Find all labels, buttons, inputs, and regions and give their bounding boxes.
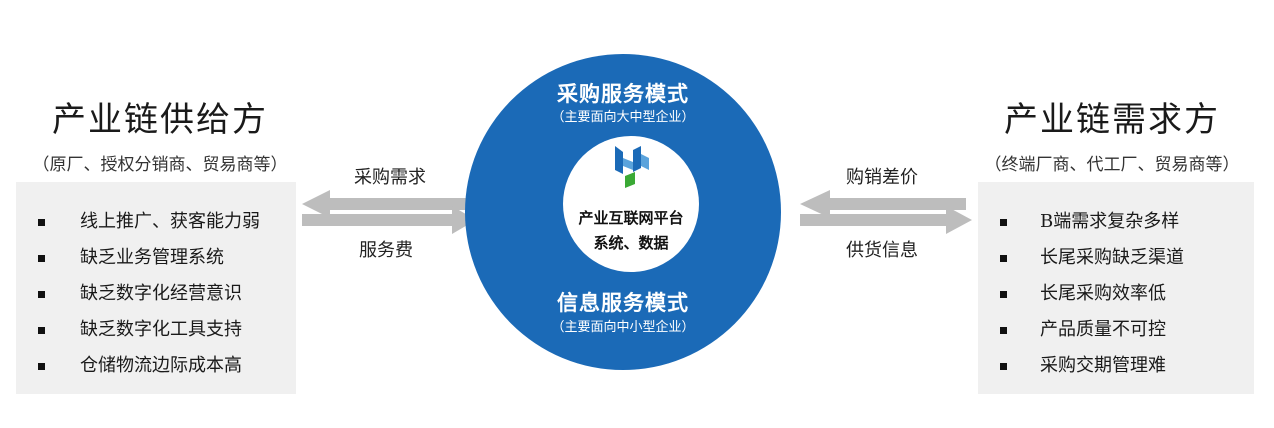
platform-logo-icon (615, 146, 649, 188)
service-fee-label: 服务费 (359, 240, 413, 261)
list-item: B端需求复杂多样 (978, 204, 1254, 240)
square-bullet-icon (38, 327, 45, 334)
platform-components: 系统、数据 (593, 234, 669, 252)
supply-side-title: 产业链供给方 (52, 100, 268, 140)
square-bullet-icon (38, 363, 45, 370)
supply-side-subtitle: （原厂、授权分销商、贸易商等） (32, 155, 288, 175)
list-item: 线上推广、获客能力弱 (16, 204, 296, 240)
list-item: 产品质量不可控 (978, 312, 1254, 348)
supply-info-label: 供货信息 (846, 240, 918, 261)
list-item: 缺乏业务管理系统 (16, 240, 296, 276)
price-spread-label: 购销差价 (846, 167, 918, 188)
list-item: 采购交期管理难 (978, 348, 1254, 384)
platform-name: 产业互联网平台 (578, 209, 684, 227)
arrow-left-icon (302, 190, 472, 218)
square-bullet-icon (38, 255, 45, 262)
square-bullet-icon (1000, 327, 1007, 334)
procurement-service-mode-note: （主要面向大中型企业） (551, 110, 695, 125)
demand-pain-points-panel: B端需求复杂多样 长尾采购缺乏渠道 长尾采购效率低 产品质量不可控 采购交期管理… (978, 182, 1254, 394)
arrow-left-icon (800, 190, 966, 218)
square-bullet-icon (38, 291, 45, 298)
arrow-right-icon (302, 206, 476, 234)
square-bullet-icon (38, 219, 45, 226)
info-service-mode-note: （主要面向中小型企业） (551, 320, 695, 335)
arrow-right-icon (800, 206, 972, 234)
square-bullet-icon (1000, 291, 1007, 298)
list-item: 缺乏数字化工具支持 (16, 312, 296, 348)
info-service-mode: 信息服务模式 (557, 290, 689, 315)
square-bullet-icon (1000, 363, 1007, 370)
demand-side-title: 产业链需求方 (1004, 100, 1220, 140)
list-item: 仓储物流边际成本高 (16, 348, 296, 384)
demand-side-subtitle: （终端厂商、代工厂、贸易商等） (984, 155, 1240, 175)
platform-core (563, 136, 699, 272)
list-item: 缺乏数字化经营意识 (16, 276, 296, 312)
supply-pain-points-panel: 线上推广、获客能力弱 缺乏业务管理系统 缺乏数字化经营意识 缺乏数字化工具支持 … (16, 182, 296, 394)
procurement-demand-label: 采购需求 (354, 167, 426, 188)
list-item: 长尾采购效率低 (978, 276, 1254, 312)
square-bullet-icon (1000, 255, 1007, 262)
procurement-service-mode: 采购服务模式 (557, 81, 689, 106)
square-bullet-icon (1000, 219, 1007, 226)
list-item: 长尾采购缺乏渠道 (978, 240, 1254, 276)
